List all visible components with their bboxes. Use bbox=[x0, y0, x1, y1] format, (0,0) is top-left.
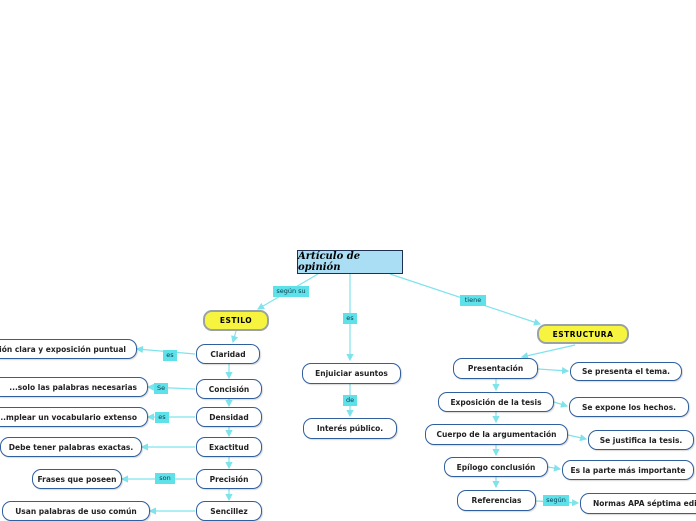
relation-label-de: de bbox=[343, 395, 357, 406]
root-node[interactable]: Artículo de opinión bbox=[297, 250, 403, 274]
estructura-item-exposicion[interactable]: Exposición de la tesis bbox=[438, 392, 554, 412]
relation-label-tiene: tiene bbox=[460, 295, 486, 306]
estilo-detail-exactitud[interactable]: Debe tener palabras exactas. bbox=[0, 437, 142, 457]
estilo-item-claridad[interactable]: Claridad bbox=[196, 344, 260, 364]
estructura-item-epilogo[interactable]: Epílogo conclusión bbox=[444, 457, 548, 477]
estilo-item-sencillez[interactable]: Sencillez bbox=[196, 501, 262, 521]
estilo-node[interactable]: ESTILO bbox=[203, 310, 269, 331]
estilo-item-exactitud[interactable]: Exactitud bbox=[196, 437, 262, 457]
relation-label-concision: Se bbox=[154, 383, 168, 394]
relation-label-segun: según bbox=[543, 495, 569, 506]
estilo-item-concision[interactable]: Concisión bbox=[196, 379, 262, 399]
relation-label-precision: son bbox=[155, 473, 175, 484]
relation-label-segun-su: según su bbox=[273, 286, 309, 297]
estructura-item-referencias[interactable]: Referencias bbox=[457, 490, 536, 511]
center-node-enjuiciar[interactable]: Enjuiciar asuntos bbox=[302, 363, 401, 384]
estructura-detail-epilogo[interactable]: Es la parte más importante bbox=[562, 460, 694, 480]
estilo-item-precision[interactable]: Precisión bbox=[196, 469, 262, 489]
estructura-item-cuerpo[interactable]: Cuerpo de la argumentación bbox=[425, 424, 568, 445]
estructura-item-presentacion[interactable]: Presentación bbox=[453, 358, 538, 379]
relation-label-claridad: es bbox=[163, 350, 177, 361]
estilo-detail-concision[interactable]: ...solo las palabras necesarias bbox=[0, 377, 148, 397]
estilo-detail-densidad[interactable]: ...mplear un vocabulario extenso bbox=[0, 407, 148, 427]
relation-label-es: es bbox=[343, 313, 357, 324]
center-node-interes[interactable]: Interés público. bbox=[303, 418, 397, 439]
estructura-detail-referencias[interactable]: Normas APA séptima edic... bbox=[580, 493, 696, 514]
estilo-detail-sencillez[interactable]: Usan palabras de uso común bbox=[2, 501, 150, 521]
relation-label-densidad: es bbox=[155, 412, 169, 423]
estilo-item-densidad[interactable]: Densidad bbox=[196, 407, 262, 427]
estilo-detail-precision[interactable]: Frases que poseen bbox=[32, 469, 122, 489]
estructura-node[interactable]: ESTRUCTURA bbox=[537, 324, 629, 344]
estructura-detail-presentacion[interactable]: Se presenta el tema. bbox=[570, 362, 682, 381]
estilo-detail-claridad[interactable]: ...sión clara y exposición puntual bbox=[0, 339, 137, 359]
estructura-detail-cuerpo[interactable]: Se justifica la tesis. bbox=[588, 430, 694, 450]
estructura-detail-exposicion[interactable]: Se expone los hechos. bbox=[569, 397, 689, 417]
